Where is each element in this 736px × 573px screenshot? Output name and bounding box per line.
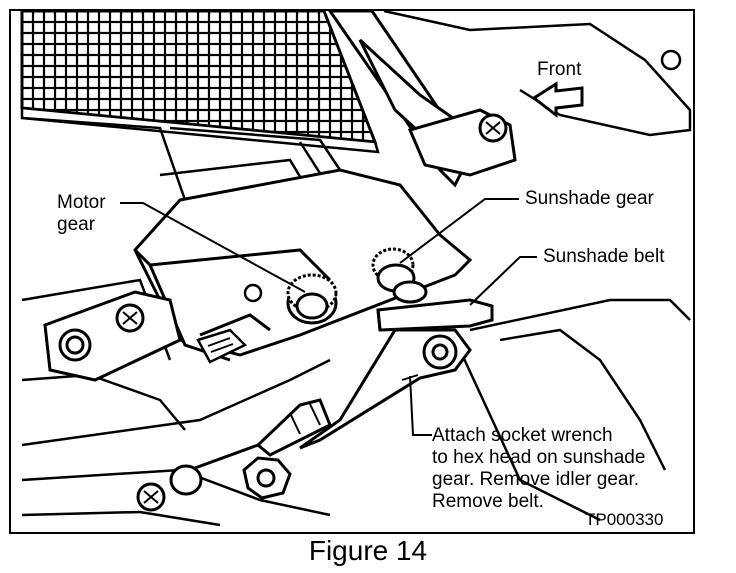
socket-wrench <box>169 328 472 496</box>
sunshade-belt <box>376 298 494 332</box>
front-label: Front <box>537 59 582 80</box>
instruction-line-4: Remove belt. <box>432 491 544 512</box>
figure-caption: Figure 14 <box>308 535 428 566</box>
sunshade-belt-label: Sunshade belt <box>543 246 665 267</box>
electrical-connector <box>196 283 263 364</box>
sunshade-gear-label: Sunshade gear <box>525 188 654 209</box>
sunshade-screen-panel <box>20 9 380 154</box>
roof-housing <box>21 116 691 527</box>
part-code: TP000330 <box>585 510 664 529</box>
mounting-plate <box>43 290 182 382</box>
motor-gear-label-line1: Motor <box>57 192 106 213</box>
hex-nut <box>242 456 292 500</box>
label-leader-lines <box>120 198 537 436</box>
instruction-line-3: gear. Remove idler gear. <box>432 469 640 490</box>
figure-frame <box>9 9 695 534</box>
bracket <box>407 108 517 177</box>
motor-gear <box>286 273 338 325</box>
headliner-trim <box>383 9 692 137</box>
instruction-line-2: to hex head on sunshade <box>432 447 646 468</box>
front-direction-arrow <box>531 81 584 119</box>
motor-housing <box>133 168 473 362</box>
sunshade-gear <box>371 247 428 304</box>
instruction-line-1: Attach socket wrench <box>432 425 613 446</box>
motor-gear-label-line2: gear <box>57 214 96 235</box>
screw <box>136 482 166 512</box>
